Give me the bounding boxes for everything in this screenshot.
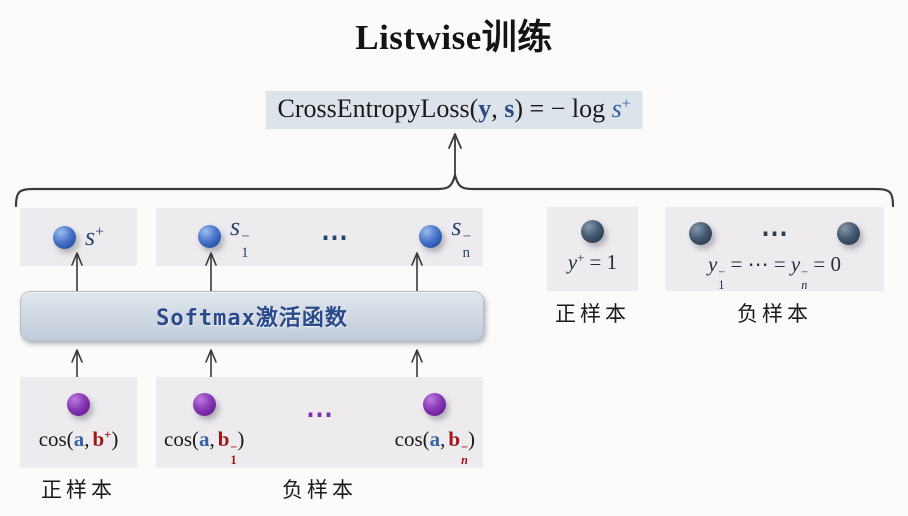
- arrow-up-icon: [69, 249, 85, 296]
- vector-b: b: [217, 427, 230, 451]
- target-positive-formula: y+ = 1: [568, 250, 617, 275]
- target-y1-sub: 1: [718, 277, 725, 292]
- scores-positive-box: s+: [20, 208, 137, 266]
- vector-b-sup: −: [461, 440, 468, 455]
- score-positive-sup: +: [95, 223, 104, 241]
- cos-comma: ,: [209, 427, 215, 451]
- formula-result: s+: [612, 94, 631, 123]
- cos-close: ): [237, 427, 245, 451]
- score-positive-base: s: [85, 222, 96, 251]
- target-y1-base: y: [708, 252, 718, 276]
- purple-sphere-icon: [67, 393, 90, 416]
- formula-arg-s: s: [504, 94, 515, 123]
- target-negative-caption: 负样本: [737, 302, 812, 326]
- scores-negative-box: s−1 ⋯ s−n: [156, 208, 483, 266]
- formula-result-base: s: [611, 94, 622, 123]
- cos-positive-formula: cos(a,b+): [39, 427, 119, 452]
- brace-and-arrow-icon: [14, 133, 895, 208]
- target-yn-scripts: −n: [801, 266, 808, 292]
- cos-positive-caption: 正样本: [41, 478, 116, 502]
- cos-negative-last-formula: cos(a,b−n): [395, 427, 475, 467]
- cos-close: ): [111, 427, 119, 451]
- formula-arg-y: y: [478, 94, 492, 123]
- cos-comma: ,: [440, 427, 446, 451]
- blue-sphere-icon: [53, 225, 77, 249]
- vector-b-scripts: −1: [230, 441, 237, 467]
- score-negative-first-sub: 1: [241, 245, 249, 262]
- score-negative-last-sup: −: [462, 229, 471, 246]
- score-negative-last-scripts: −n: [462, 229, 471, 262]
- vector-b-scripts: −n: [461, 441, 468, 467]
- purple-sphere-icon: [423, 393, 447, 416]
- target-yn-sub: n: [801, 277, 808, 292]
- score-negative-first: s−1: [198, 212, 250, 262]
- cos-negative-last: cos(a,b−n): [395, 393, 475, 467]
- formula-function-name: CrossEntropyLoss(: [277, 94, 479, 123]
- ellipsis: ⋯: [321, 221, 348, 252]
- cos-negative-first-formula: cos(a,b−1): [164, 427, 244, 467]
- target-yn-base: y: [790, 252, 801, 276]
- score-negative-first-base: s: [230, 212, 241, 241]
- arrow-up-icon: [409, 249, 425, 296]
- cos-positive-box: cos(a,b+): [20, 377, 137, 468]
- cos-fn: cos(: [164, 427, 199, 451]
- cos-comma: ,: [84, 427, 90, 451]
- vector-b-sup: −: [230, 440, 238, 455]
- dark-sphere-icon: [689, 222, 712, 245]
- dark-sphere-icon: [581, 220, 604, 243]
- target-positive-caption: 正样本: [555, 302, 630, 326]
- target-value: = 0: [808, 252, 841, 276]
- score-negative-first-sup: −: [241, 229, 250, 246]
- softmax-label: Softmax激活函数: [156, 306, 348, 331]
- cos-negative-caption: 负样本: [282, 478, 357, 502]
- blue-sphere-icon: [419, 225, 443, 249]
- target-y-sup: +: [577, 251, 585, 266]
- dark-sphere-icon: [837, 222, 860, 245]
- cos-negative-box: cos(a,b−1) ⋯ cos(a,b−n): [156, 377, 483, 468]
- softmax-bar: Softmax激活函数: [20, 291, 484, 341]
- target-mid: = ⋯ =: [725, 252, 791, 276]
- arrow-up-icon: [203, 249, 219, 296]
- target-yn-sup: −: [801, 265, 809, 280]
- loss-formula: CrossEntropyLoss(y, s) = − log s+: [265, 91, 643, 129]
- score-negative-last: s−n: [419, 212, 471, 262]
- score-positive-label: s+: [85, 222, 104, 252]
- vector-b: b: [448, 427, 461, 451]
- target-value: = 1: [584, 250, 618, 274]
- target-negative-box: ⋯ y−1 = ⋯ = y−n = 0: [665, 207, 884, 291]
- vector-b: b: [92, 427, 105, 451]
- ellipsis: ⋯: [306, 399, 333, 429]
- target-negative-spheres: ⋯: [665, 220, 884, 247]
- target-positive-box: y+ = 1: [547, 207, 638, 291]
- vector-a: a: [73, 427, 85, 451]
- vector-a: a: [429, 427, 441, 451]
- score-negative-last-label: s−n: [451, 212, 471, 262]
- cos-close: ): [468, 427, 475, 451]
- diagram-title: Listwise训练: [355, 18, 553, 57]
- cos-negative-first: cos(a,b−1): [164, 393, 244, 467]
- ellipsis: ⋯: [761, 218, 788, 248]
- score-negative-first-label: s−1: [230, 212, 250, 262]
- vector-b-sub: 1: [230, 452, 237, 467]
- formula-separator: ,: [491, 94, 505, 123]
- vector-a: a: [199, 427, 210, 451]
- vector-b-sub: n: [461, 452, 468, 467]
- target-y-base: y: [567, 250, 578, 274]
- target-y1-scripts: −1: [718, 266, 725, 292]
- formula-equals-log: ) = − log: [514, 94, 612, 123]
- score-negative-last-sub: n: [462, 245, 471, 262]
- formula-result-sup: +: [621, 95, 631, 113]
- score-negative-last-base: s: [451, 212, 462, 241]
- vector-b-sup: +: [104, 428, 112, 443]
- target-negative-formula: y−1 = ⋯ = y−n = 0: [708, 252, 841, 292]
- target-y1-sup: −: [718, 265, 726, 280]
- score-negative-first-scripts: −1: [241, 229, 250, 262]
- cos-fn: cos(: [394, 427, 430, 451]
- purple-sphere-icon: [192, 393, 216, 416]
- blue-sphere-icon: [198, 225, 221, 249]
- cos-fn: cos(: [38, 427, 74, 451]
